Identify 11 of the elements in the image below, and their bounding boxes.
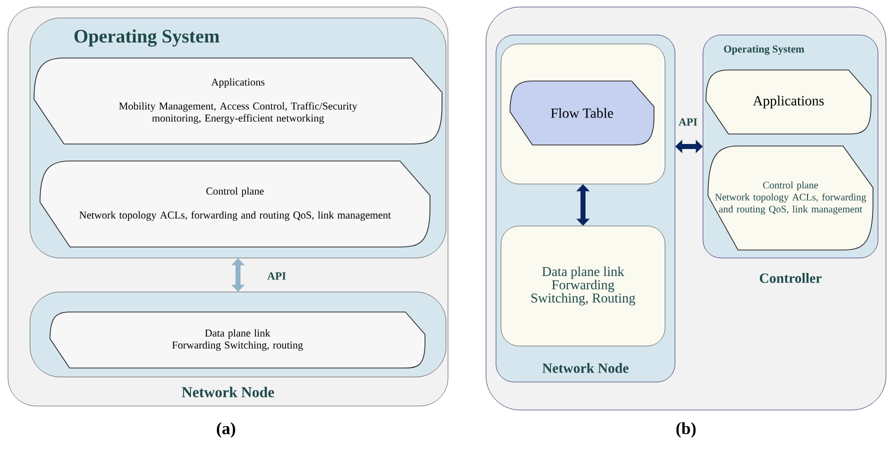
panel-caption: (b): [676, 422, 696, 438]
edge-label: API: [678, 118, 698, 126]
component-box: Data plane link Forwarding Switching, Routing: [500, 226, 666, 346]
table-box: Flow Table: [510, 80, 654, 146]
layer-tag: Applications Mobility Management, Access Control, Traffic/Security monitoring, Energy-efficient networking: [34, 58, 442, 144]
layer-tag: Applications: [706, 70, 872, 134]
layer-tag: Control plane Network topology ACLs, forwarding and routing QoS, link management: [40, 160, 430, 248]
edge-label: API: [267, 272, 286, 280]
panel-caption: (a): [216, 422, 236, 438]
node-label: Controller: [760, 273, 822, 283]
layer-tag: Data plane link Forwarding Switching, routing: [50, 312, 426, 368]
